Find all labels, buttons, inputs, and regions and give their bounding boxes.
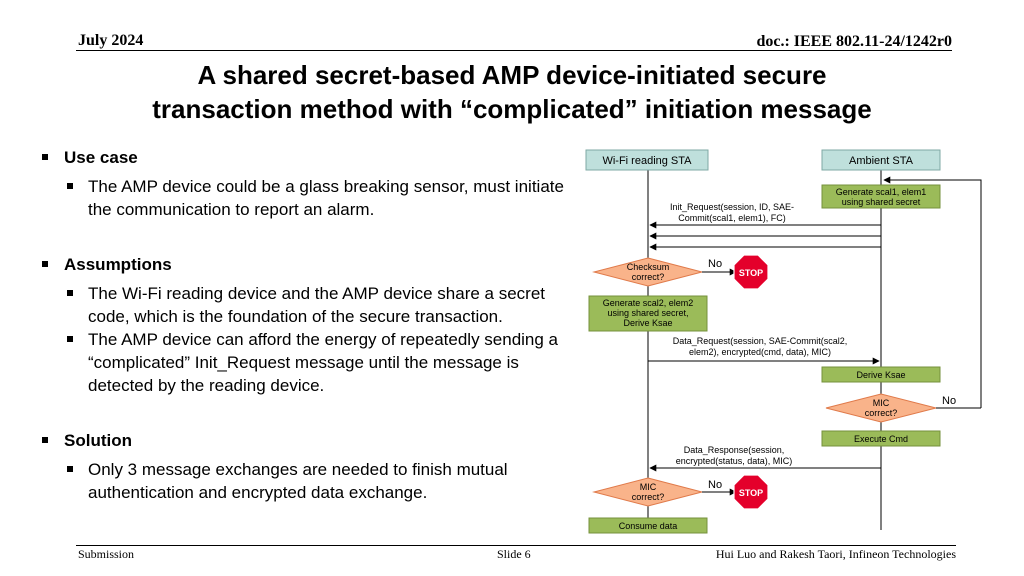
- checksum-line-1: Checksum: [627, 262, 670, 272]
- mic-decision-1: [825, 393, 937, 423]
- generate-scal2-line-2: using shared secret,: [607, 308, 688, 318]
- generate-scal1-line-2: using shared secret: [842, 197, 921, 207]
- footer-slide-number: Slide 6: [497, 547, 531, 561]
- bullet-item: The AMP device could be a glass breaking…: [40, 175, 576, 221]
- header-divider: [76, 50, 952, 51]
- slide-title-line-1: A shared secret-based AMP device-initiat…: [197, 60, 827, 90]
- bullet-item: Only 3 message exchanges are needed to f…: [40, 458, 576, 504]
- header-doc-id: doc.: IEEE 802.11-24/1242r0: [756, 33, 952, 50]
- slide-title-line-2: transaction method with “complicated” in…: [152, 94, 872, 124]
- footer-divider: [76, 545, 956, 546]
- checksum-decision: [592, 257, 704, 287]
- init-request-line-1: Init_Request(session, ID, SAE-: [670, 202, 794, 212]
- lifeline-left-label: Wi-Fi reading STA: [602, 155, 692, 167]
- generate-scal1-line-1: Generate scal1, elem1: [836, 187, 927, 197]
- stop-sign-1-label: STOP: [739, 268, 763, 278]
- lifeline-right-label: Ambient STA: [849, 155, 914, 167]
- execute-cmd-box: [821, 430, 941, 447]
- data-response-line-2: encrypted(status, data), MIC): [676, 456, 793, 466]
- mic-1-line-2: correct?: [865, 408, 898, 418]
- section-heading: Solution: [40, 429, 576, 452]
- mic-1-line-1: MIC: [873, 398, 890, 408]
- stop-sign-2: [733, 474, 769, 510]
- mic-decision-2: [592, 477, 704, 507]
- lifeline-left-box: [585, 149, 709, 171]
- derive-ksae-box: [821, 366, 941, 383]
- generate-scal2-box: [588, 295, 708, 332]
- generate-scal2-line-1: Generate scal2, elem2: [603, 298, 694, 308]
- stop-sign-1: [733, 254, 769, 290]
- mic-2-line-2: correct?: [632, 492, 665, 502]
- retry-loop-arrow: [883, 176, 982, 396]
- sequence-diagram: Wi-Fi reading STA Ambient STA Generate s…: [584, 148, 1004, 538]
- section-heading: Assumptions: [40, 253, 576, 276]
- sequence-diagram-svg: Wi-Fi reading STA Ambient STA Generate s…: [585, 149, 982, 534]
- bullet-item: The Wi-Fi reading device and the AMP dev…: [40, 282, 576, 328]
- footer-authors: Hui Luo and Rakesh Taori, Infineon Techn…: [715, 547, 956, 561]
- execute-cmd-label: Execute Cmd: [854, 434, 908, 444]
- derive-ksae-label: Derive Ksae: [856, 370, 905, 380]
- section-assumptions: Assumptions The Wi-Fi reading device and…: [40, 253, 576, 397]
- section-heading: Use case: [40, 146, 576, 169]
- bullet-item: The AMP device can afford the energy of …: [40, 328, 576, 397]
- stop-sign-2-label: STOP: [739, 488, 763, 498]
- no-label-3: No: [708, 479, 722, 491]
- lifeline-right-box: [821, 149, 941, 171]
- generate-scal2-line-3: Derive Ksae: [623, 318, 672, 328]
- init-request-line-2: Commit(scal1, elem1), FC): [678, 213, 786, 223]
- footer-submission: Submission: [78, 547, 135, 561]
- section-solution: Solution Only 3 message exchanges are ne…: [40, 429, 576, 504]
- data-request-line-2: elem2), encrypted(cmd, data), MIC): [689, 347, 831, 357]
- bullet-content: Use case The AMP device could be a glass…: [40, 146, 576, 536]
- data-response-line-1: Data_Response(session,: [684, 445, 785, 455]
- section-use-case: Use case The AMP device could be a glass…: [40, 146, 576, 221]
- mic-2-line-1: MIC: [640, 482, 657, 492]
- header-date: July 2024: [78, 32, 144, 49]
- checksum-line-2: correct?: [632, 272, 665, 282]
- no-label-2: No: [942, 395, 956, 407]
- consume-data-label: Consume data: [619, 521, 678, 531]
- data-request-line-1: Data_Request(session, SAE-Commit(scal2,: [673, 336, 848, 346]
- slide-title: A shared secret-based AMP device-initiat…: [60, 58, 964, 126]
- generate-scal1-box: [821, 184, 941, 209]
- consume-data-box: [588, 517, 708, 534]
- no-label-1: No: [708, 258, 722, 270]
